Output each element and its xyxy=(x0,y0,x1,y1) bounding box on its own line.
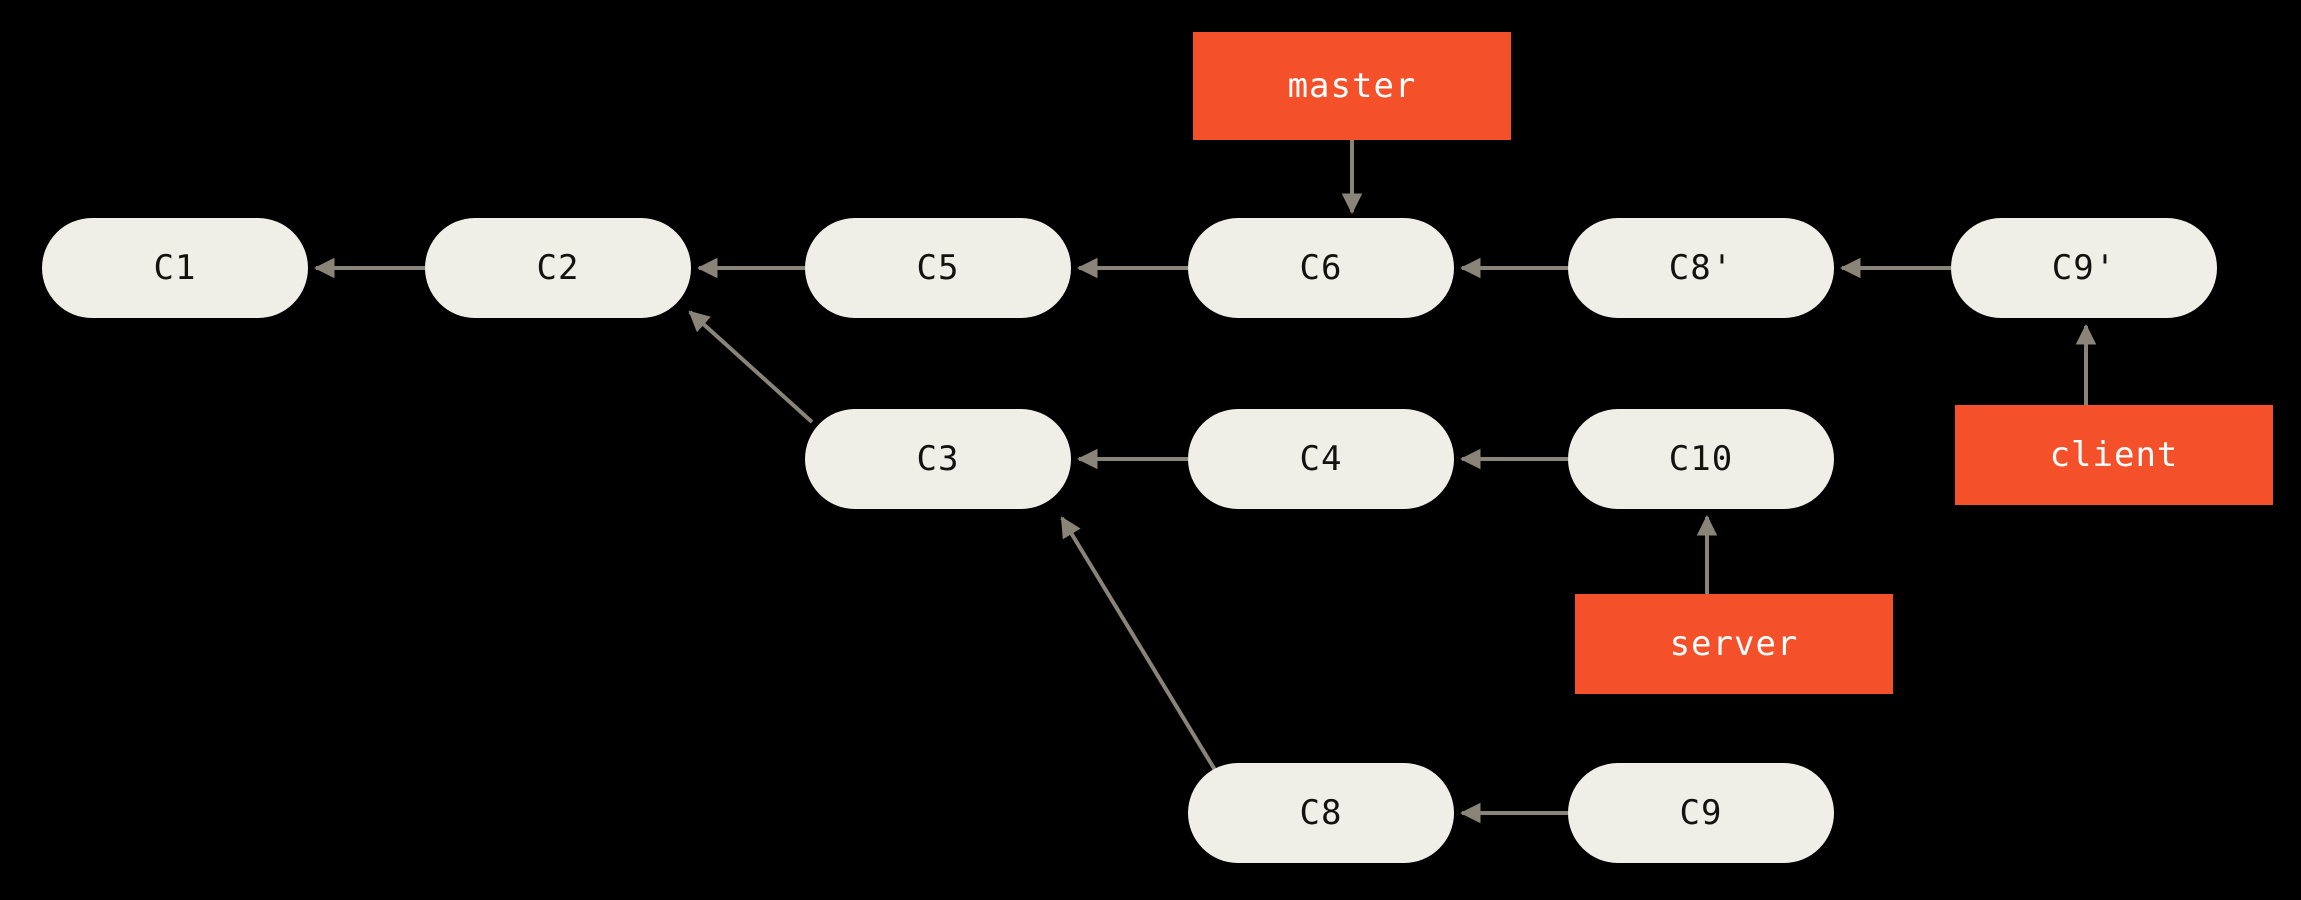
branch-label-client[interactable]: client xyxy=(1955,405,2273,505)
branch-label-master[interactable]: master xyxy=(1193,32,1511,140)
commit-node-c8[interactable]: C8 xyxy=(1188,763,1454,863)
commit-node-c3[interactable]: C3 xyxy=(805,409,1071,509)
edge-c8-to-c3 xyxy=(1060,516,1217,772)
branch-label-server[interactable]: server xyxy=(1575,594,1893,694)
commit-node-c1[interactable]: C1 xyxy=(42,218,308,318)
commit-node-c9[interactable]: C9 xyxy=(1568,763,1834,863)
commit-node-c2[interactable]: C2 xyxy=(425,218,691,318)
commit-node-c8-prime[interactable]: C8' xyxy=(1568,218,1834,318)
commit-node-c6[interactable]: C6 xyxy=(1188,218,1454,318)
commit-node-c9-prime[interactable]: C9' xyxy=(1951,218,2217,318)
commit-node-c4[interactable]: C4 xyxy=(1188,409,1454,509)
edge-c3-to-c2 xyxy=(688,310,814,424)
commit-node-c5[interactable]: C5 xyxy=(805,218,1071,318)
commit-node-c10[interactable]: C10 xyxy=(1568,409,1834,509)
